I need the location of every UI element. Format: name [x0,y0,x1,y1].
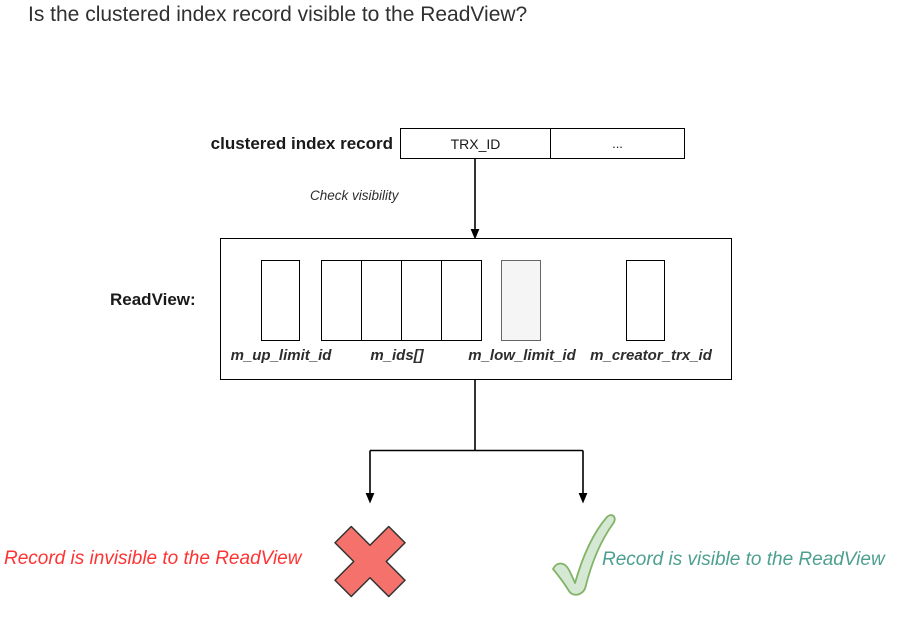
page-title: Is the clustered index record visible to… [28,3,528,26]
field-rect-m-creator-trx-id [626,260,665,341]
check-visibility-label: Check visibility [310,188,399,203]
field-label-m-ids: m_ids[] [370,347,424,364]
field-label-m-low-limit-id: m_low_limit_id [468,347,576,364]
arrowhead-right-branch-icon [578,493,588,504]
arrow-branch [369,380,584,494]
record-visible-label: Record is visible to the ReadView [602,549,885,570]
trx-id-cell: TRX_ID [450,135,501,152]
ids-slot [401,261,441,340]
ids-slot [361,261,401,340]
readview-label: ReadView: [110,290,196,309]
arrowhead-left-branch-icon [365,493,375,504]
field-label-m-up-limit-id: m_up_limit_id [230,347,332,364]
field-label-m-creator-trx-id: m_creator_trx_id [590,347,712,364]
field-rect-m-ids [321,260,482,341]
field-rect-m-up-limit-id [261,260,300,341]
ids-slot [441,261,481,340]
ids-slot [322,261,361,340]
clustered-index-record-label: clustered index record [210,134,393,153]
record-invisible-label: Record is invisible to the ReadView [4,548,302,569]
cross-icon [334,525,406,598]
cross-shape [334,525,406,598]
clustered-index-record-box: TRX_ID ... [400,128,685,159]
field-rect-m-low-limit-id-highlighted [501,260,541,341]
other-columns-cell: ... [550,129,684,158]
